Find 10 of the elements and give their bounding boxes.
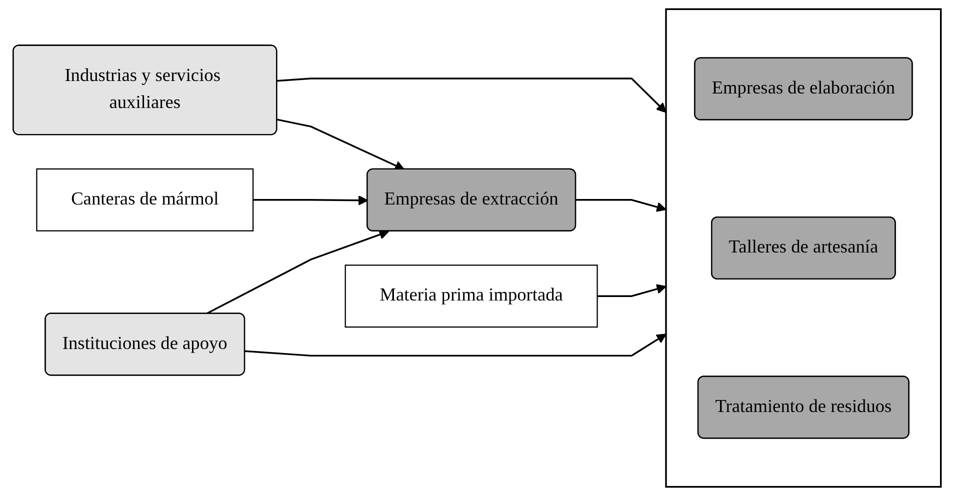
arrow [277,118,405,170]
arrow [576,199,666,212]
node-box: Materia prima importada [344,264,598,328]
arrow [253,195,368,206]
arrow [244,334,666,357]
arrow [206,230,390,315]
arrow [597,284,666,297]
node-box: Canteras de mármol [36,168,254,232]
arrow [276,78,666,113]
cluster [665,8,942,488]
